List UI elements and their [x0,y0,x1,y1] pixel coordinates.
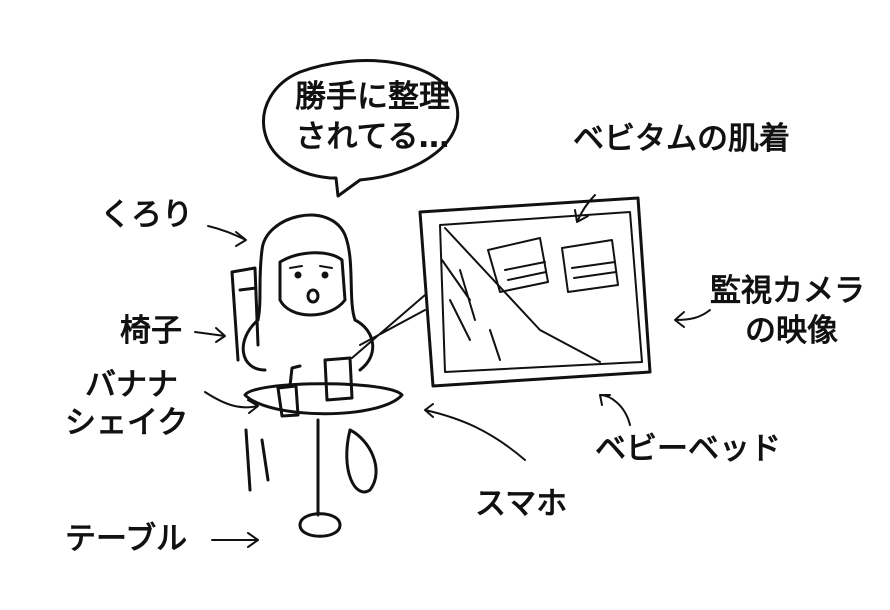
label-banana-shake-1: バナナ [85,367,178,403]
table [243,382,404,538]
label-camera-1: 監視カメラ [710,273,865,309]
smartphone [323,294,426,402]
chair [230,266,270,492]
monitor-screen [418,196,652,388]
arrows [194,194,711,548]
label-smartphone: スマホ [475,486,568,522]
banana-shake-cup [276,364,302,418]
label-banana-shake-2: シェイク [65,405,189,441]
label-kurori: くろり [100,197,193,233]
speech-text-line2: されてる… [295,119,450,155]
label-table: テーブル [65,521,188,557]
speech-text-line1: 勝手に整理 [295,79,450,115]
label-camera-2: の映像 [745,313,838,349]
person-kurori [241,213,375,372]
label-baby-bed: ベビーベッド [595,431,781,467]
label-baby-clothes: ベビタムの肌着 [573,121,790,157]
label-chair: 椅子 [120,313,182,349]
speech-bubble [262,59,460,198]
